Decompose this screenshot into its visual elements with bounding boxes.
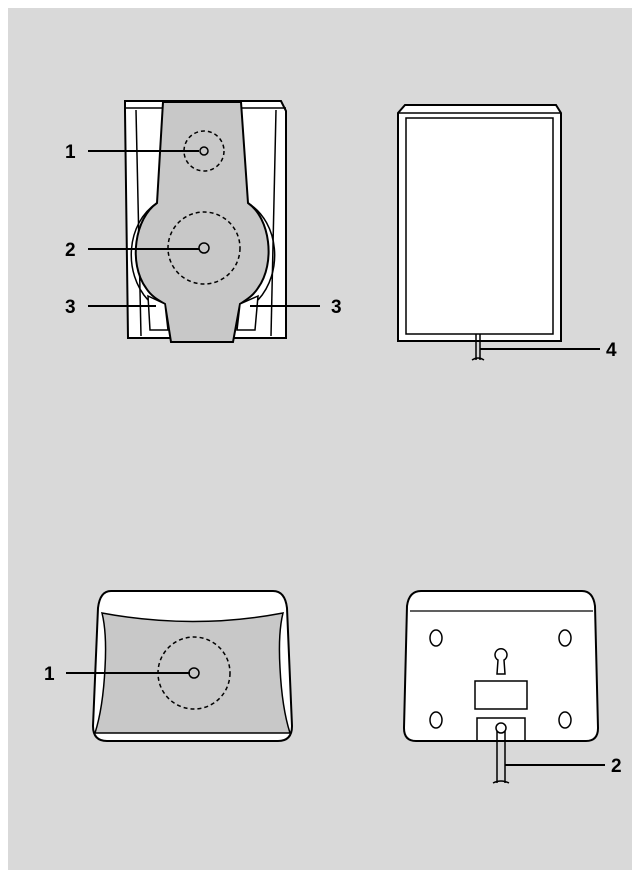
surround-rear-callouts: 2	[505, 756, 622, 777]
front-speaker-rear-view	[397, 104, 562, 361]
callout-label-1: 1	[65, 142, 76, 163]
front-speaker-right-side-panel	[270, 109, 277, 337]
rear-speaker-cord	[475, 334, 481, 360]
callout-label-surround-1: 1	[44, 664, 55, 685]
rear-speaker-cabinet	[397, 104, 562, 342]
front-speaker-callouts: 1 2 3 3	[65, 142, 342, 318]
mounting-hole-top-right	[558, 629, 572, 647]
callout-label-3-right: 3	[331, 297, 342, 318]
surround-speaker-callouts: 1	[44, 664, 190, 685]
mounting-hole-bottom-right	[558, 711, 572, 729]
surround-rear-cord-end	[492, 780, 510, 784]
surround-rear-cabinet	[402, 590, 600, 742]
cord-grommet	[495, 722, 507, 734]
mounting-hole-bottom-left	[429, 711, 443, 729]
front-speaker-tweeter-center	[199, 146, 209, 156]
speaker-diagram: 1 2 3 3 4 1	[44, 100, 622, 784]
front-speaker-front-panel	[134, 101, 270, 343]
surround-speaker-front-panel	[93, 612, 292, 734]
rear-speaker-callouts: 4	[480, 340, 617, 361]
label-plate	[474, 680, 528, 710]
callout-label-surround-2: 2	[611, 756, 622, 777]
cord-housing	[476, 717, 526, 742]
callout-label-2: 2	[65, 240, 76, 261]
front-speaker-right-ring	[247, 202, 276, 301]
mounting-hole-top-left	[429, 629, 443, 647]
surround-speaker-rear-view	[402, 590, 600, 784]
callout-label-4: 4	[606, 340, 617, 361]
surround-rear-cord	[496, 731, 506, 783]
diagram-canvas: 1 2 3 3 4 1	[8, 8, 632, 870]
rear-speaker-cord-end	[471, 357, 485, 361]
front-speaker-tweeter	[183, 130, 225, 172]
front-speaker-port-right	[236, 294, 259, 331]
front-speaker-port-left	[147, 294, 169, 331]
front-speaker-front-view	[124, 100, 287, 343]
surround-speaker-front-view	[91, 590, 294, 742]
callout-label-3-left: 3	[65, 297, 76, 318]
keyhole-slot	[494, 648, 508, 675]
